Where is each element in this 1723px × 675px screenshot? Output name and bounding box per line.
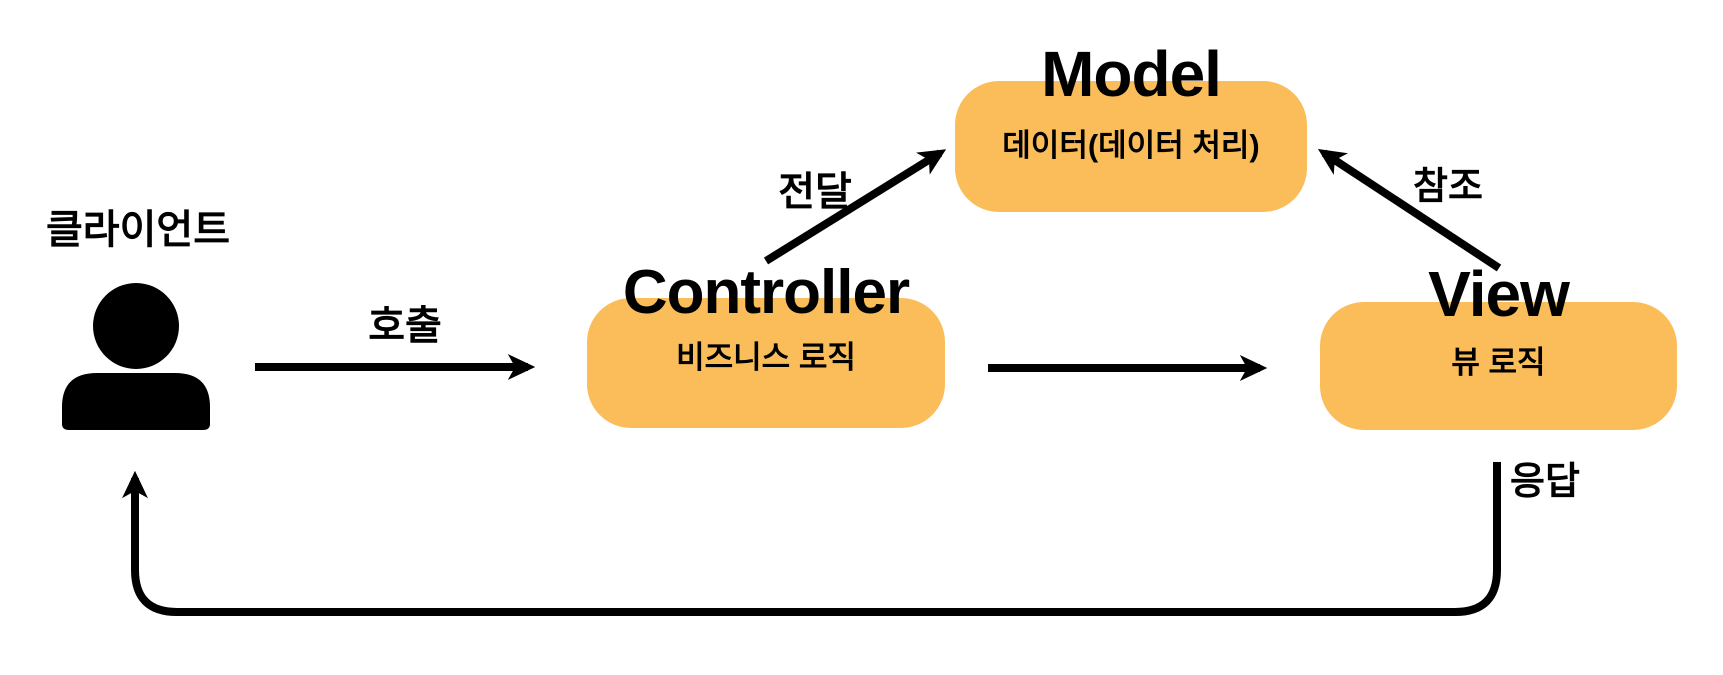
pass-arrow-label: 전달 [778,170,852,214]
model-box [955,81,1307,212]
reference-arrow [1317,149,1502,272]
pass-arrow [763,149,947,265]
controller-box [587,298,945,428]
controller-subtitle: 비즈니스 로직 [676,340,856,375]
call-arrow-label: 호출 [368,304,442,348]
response-arrow-label: 응답 [1510,461,1580,503]
view-title: View [1428,258,1570,330]
controller-title: Controller [622,258,910,327]
view-box [1320,302,1677,430]
reference-arrow-label: 참조 [1413,166,1483,208]
response-arrow [122,462,1501,616]
person-head [93,283,179,369]
client-label: 클라이언트 [46,208,230,252]
person-icon [62,283,210,430]
view-subtitle: 뷰 로직 [1451,345,1546,380]
model-title: Model [1041,38,1222,110]
model-subtitle: 데이터(데이터 처리) [1002,128,1260,163]
person-body [62,373,210,430]
